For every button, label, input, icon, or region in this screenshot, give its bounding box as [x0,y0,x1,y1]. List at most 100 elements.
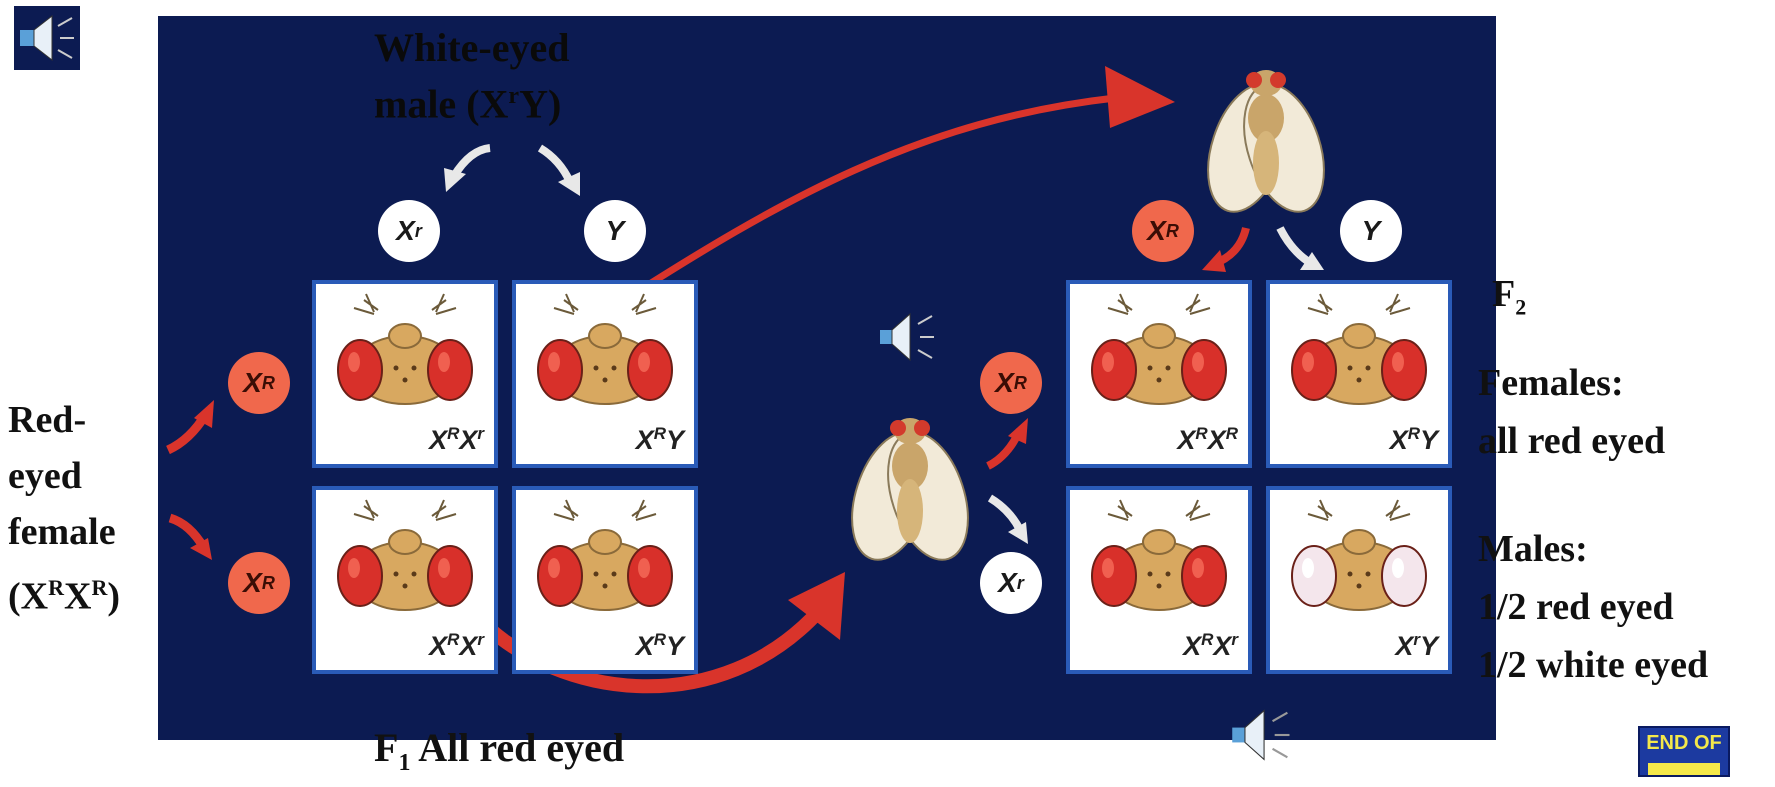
genotype-allele: r [1413,630,1420,649]
end-of-label: END OF [1640,732,1728,755]
female-label-line1: Red- [8,392,120,448]
fly-icon [840,386,980,576]
genotype-chromosome: Y [1420,631,1438,661]
male-label-suffix: Y) [519,81,561,126]
genotype-label: XRY [636,630,684,662]
gamete-y-f1-male: Y [1340,200,1402,262]
female-genotype: (XRXR) [8,560,120,625]
genotype-label: XRXR [1177,424,1238,456]
genotype-chromosome: X [429,631,447,661]
genotype-chromosome: X [459,425,477,455]
male-label-sup: r [508,83,519,109]
f2-prefix: F [1492,273,1515,315]
f1-text: All red eyed [410,725,624,770]
genotype-allele: R [447,424,459,443]
genotype-chromosome: X [429,425,447,455]
gamete-sup: r [415,221,422,242]
gamete-base: Y [1362,215,1381,247]
end-of-bar [1648,763,1720,775]
genotype-chromosome: X [1395,631,1413,661]
punnett-cell: XrY [1266,486,1452,674]
gamete-xR-f1-female: XR [980,352,1042,414]
f2-label: F2 [1492,272,1526,330]
genotype-allele: R [1195,424,1207,443]
results-text: Females: all red eyed [1478,354,1665,470]
genotype-label: XRXr [429,424,484,456]
genotype-chromosome: X [1177,425,1195,455]
punnett-cell: XRXr [1066,486,1252,674]
fly-icon [1196,38,1336,228]
gamete-sup: R [1014,373,1027,394]
genotype-chromosome: X [636,425,654,455]
punnett-cell: XRXr [312,280,498,468]
genotype-allele: R [654,630,666,649]
genotype-chromosome: Y [666,631,684,661]
males-results: Males: 1/2 red eyed 1/2 white eyed [1478,520,1708,694]
male-label-prefix: male (X [374,81,508,126]
gamete-xr-male: Xr [378,200,440,262]
gamete-base: X [243,367,262,399]
genotype-chromosome: X [1390,425,1408,455]
females-label: Females: [1478,354,1665,412]
genotype-label: XRY [636,424,684,456]
gamete-base: X [243,567,262,599]
genotype-allele: r [477,424,484,443]
genotype-label: XRY [1390,424,1438,456]
genotype-allele: r [1231,630,1238,649]
punnett-cell: XRY [512,280,698,468]
gamete-sup: R [1166,221,1179,242]
gamete-y-male: Y [584,200,646,262]
genotype-chromosome: X [459,631,477,661]
genotype-allele: R [654,424,666,443]
males-value1: 1/2 red eyed [1478,578,1708,636]
females-value: all red eyed [1478,412,1665,470]
end-of-button[interactable]: END OF [1638,726,1730,777]
genotype-chromosome: X [1208,425,1226,455]
genotype-chromosome: X [1213,631,1231,661]
genotype-chromosome: X [1183,631,1201,661]
genotype-label: XRXr [429,630,484,662]
punnett-cell: XRY [1266,280,1452,468]
speaker-icon[interactable] [1228,700,1298,770]
gamete-sup: R [262,573,275,594]
f2-sub: 2 [1515,295,1526,320]
female-geno-mid: X [64,576,91,618]
genotype-allele: R [1408,424,1420,443]
female-geno-sup2: R [91,575,107,600]
gamete-base: Y [606,215,625,247]
male-parent-label: White-eyed male (XrY) [374,24,570,128]
female-geno-prefix: (X [8,576,48,618]
genotype-allele: R [1201,630,1213,649]
male-label-line1: White-eyed [374,24,570,72]
gamete-base: X [1147,215,1166,247]
punnett-cell: XRXr [312,486,498,674]
female-geno-suffix: ) [107,576,120,618]
genotype-chromosome: X [636,631,654,661]
genotype-label: XrY [1395,630,1438,662]
gamete-base: X [998,567,1017,599]
males-value2: 1/2 white eyed [1478,636,1708,694]
f1-prefix: F [374,725,398,770]
gamete-base: X [995,367,1014,399]
f1-label: F1 All red eyed [374,724,624,787]
speaker-icon[interactable] [876,304,942,370]
genotype-chromosome: Y [1420,425,1438,455]
female-geno-sup1: R [48,575,64,600]
genotype-allele: R [1226,424,1238,443]
punnett-cell: XRY [512,486,698,674]
gamete-sup: R [262,373,275,394]
genotype-chromosome: Y [666,425,684,455]
female-label-line2: eyed [8,448,120,504]
female-parent-label: Red- eyed female (XRXR) [8,392,120,625]
genotype-allele: r [477,630,484,649]
male-label-line2: male (XrY) [374,72,570,128]
males-label: Males: [1478,520,1708,578]
f1-sub: 1 [398,750,410,776]
genotype-allele: R [447,630,459,649]
genotype-label: XRXr [1183,630,1238,662]
gamete-base: X [396,215,415,247]
